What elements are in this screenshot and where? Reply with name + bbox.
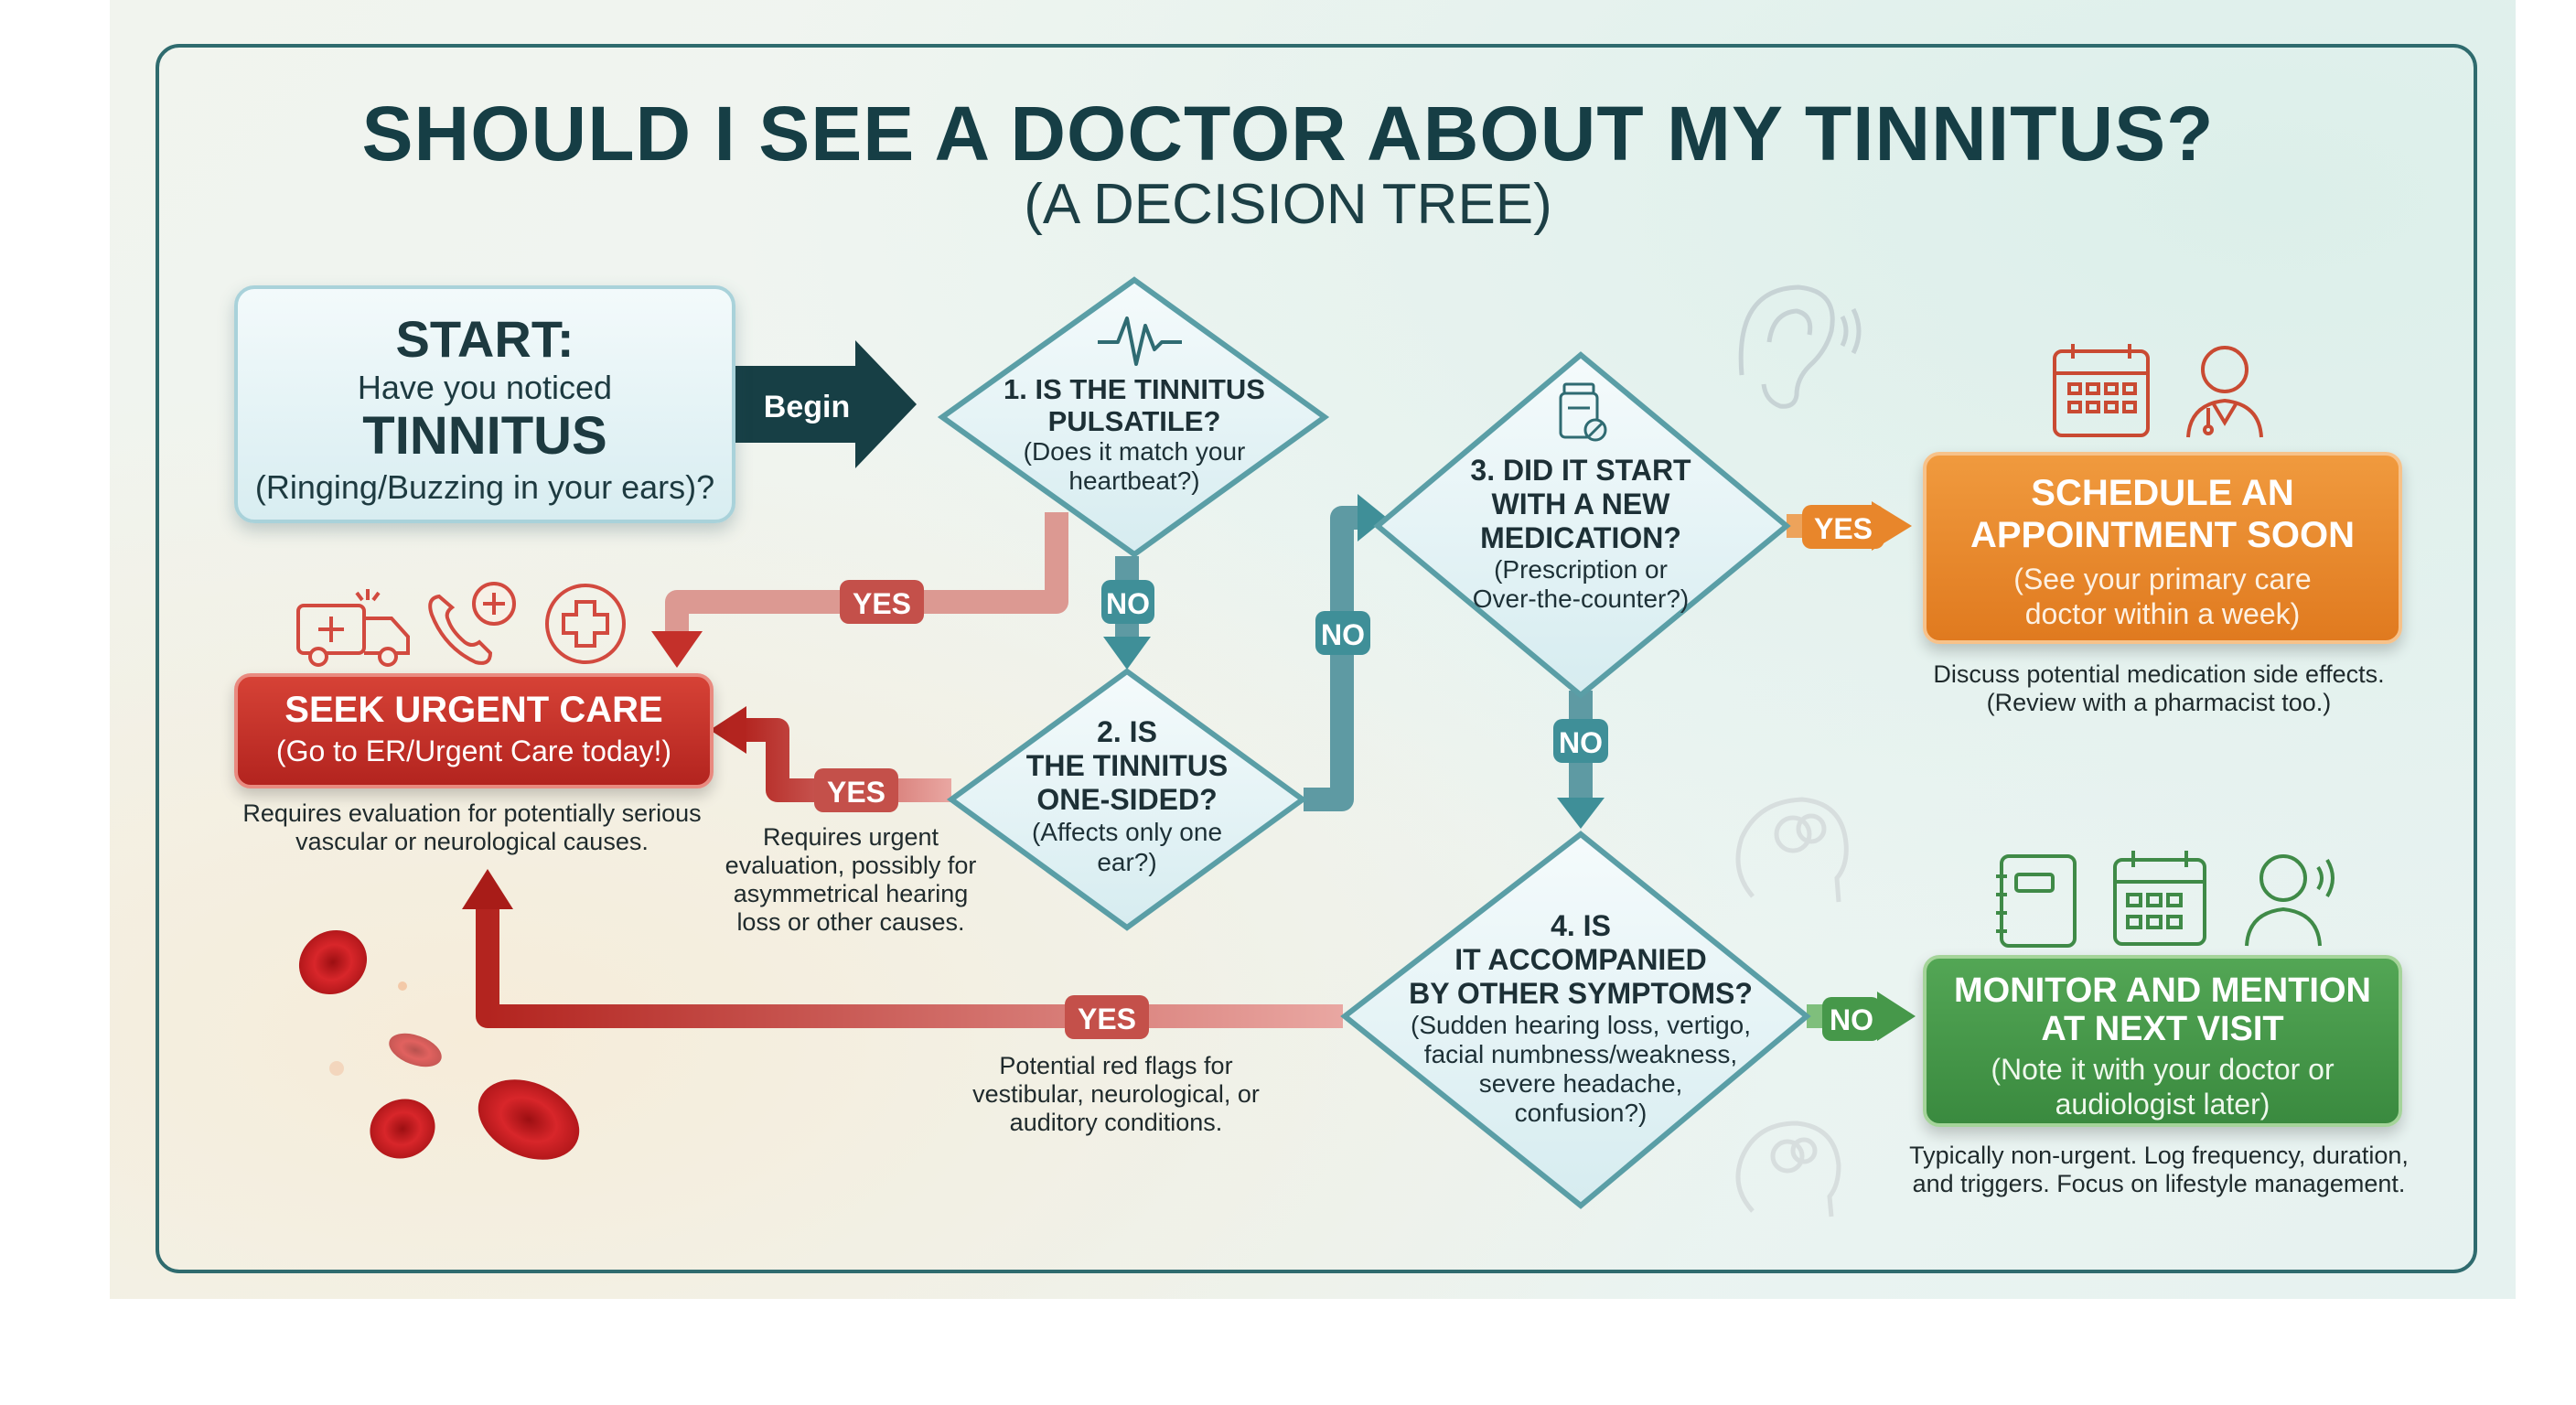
q2-yes-note-line: Requires urgent [762, 823, 939, 851]
urgent-note-line: Requires evaluation for potentially seri… [242, 799, 702, 827]
q4-yes-note-line: auditory conditions. [1009, 1109, 1223, 1136]
branch-labels: YES NO YES NO YES NO YES NO [814, 505, 1884, 1041]
q1-yes-arrowhead [651, 631, 703, 668]
monitor-and-mention-box: MONITOR AND MENTION AT NEXT VISIT (Note … [1923, 955, 2402, 1127]
question-2-detail-line: (Affects only one [1031, 818, 1223, 846]
page-subtitle: (A DECISION TREE) [1024, 173, 1552, 236]
question-4-title-line: BY OTHER SYMPTOMS? [1409, 977, 1753, 1010]
urgent-subtitle: (Go to ER/Urgent Care today!) [275, 735, 672, 767]
question-3-diamond [1373, 351, 1791, 699]
q2-yes-note: Requires urgent evaluation, possibly for… [704, 823, 997, 937]
start-description: (Ringing/Buzzing in your ears)? [254, 468, 715, 506]
ear-icon [1738, 284, 1862, 409]
phone-medical-icon [428, 582, 516, 665]
question-1-detail-line: (Does it match your [1023, 437, 1246, 466]
q1-yes-label: YES [853, 587, 911, 620]
q2-yes-note-line: loss or other causes. [736, 908, 965, 936]
urgent-title: SEEK URGENT CARE [284, 690, 663, 730]
question-4-title-line: IT ACCOMPANIED [1454, 943, 1707, 976]
question-3-detail-line: Over-the-counter?) [1472, 585, 1690, 613]
question-4-detail-line: facial numbness/weakness, [1423, 1040, 1738, 1068]
question-3-title-line: 3. DID IT START [1470, 454, 1691, 487]
begin-arrow: Begin [732, 340, 917, 468]
monitor-note-line: and triggers. Focus on lifestyle managem… [1912, 1170, 2406, 1197]
q3-yes-label: YES [1814, 512, 1873, 545]
q4-no-label: NO [1830, 1003, 1873, 1036]
q4-yes-note-line: vestibular, neurological, or [972, 1080, 1260, 1108]
schedule-appointment-box: SCHEDULE AN APPOINTMENT SOON (See your p… [1923, 452, 2402, 644]
question-2-title-line: 2. IS [1097, 715, 1157, 748]
doctor-icon [2186, 346, 2263, 438]
question-3-title-line: MEDICATION? [1480, 521, 1681, 554]
question-2-diamond [946, 668, 1308, 931]
q3-no-label: NO [1559, 726, 1603, 759]
content-frame [156, 44, 2477, 1273]
ambulance-icon [296, 589, 410, 667]
question-4-detail-line: severe headache, [1478, 1069, 1683, 1098]
brain-head-icon [1735, 797, 1849, 1217]
monitor-note: Typically non-urgent. Log frequency, dur… [1884, 1142, 2433, 1198]
appointment-note-line: (Review with a pharmacist too.) [1986, 689, 2332, 716]
calendar-icon [2113, 851, 2206, 946]
question-2-text: 2. IS THE TINNITUS ONE-SIDED? (Affects o… [997, 715, 1257, 877]
question-2-title-line: ONE-SIDED? [1036, 783, 1218, 816]
question-diamonds [937, 276, 1811, 1209]
medical-cross-icon [545, 584, 626, 664]
q2-no-label: NO [1321, 618, 1365, 651]
question-4-detail-line: confusion?) [1514, 1099, 1648, 1127]
question-1-text: 1. IS THE TINNITUS PULSATILE? (Does it m… [988, 373, 1281, 496]
urgent-note-line: vascular or neurological causes. [295, 828, 649, 855]
appointment-subtitle-line: (See your primary care [2013, 563, 2312, 595]
question-1-detail-line: heartbeat?) [1068, 467, 1200, 495]
urgent-note: Requires evaluation for potentially seri… [216, 799, 728, 856]
question-3-text: 3. DID IT START WITH A NEW MEDICATION? (… [1434, 454, 1727, 614]
start-question-intro: Have you noticed [357, 369, 613, 406]
q1-no-label: NO [1106, 587, 1150, 620]
monitor-subtitle-line: (Note it with your doctor or [1991, 1053, 2334, 1086]
monitor-subtitle-line: audiologist later) [2055, 1088, 2270, 1121]
question-4-text: 4. IS IT ACCOMPANIED BY OTHER SYMPTOMS? … [1398, 909, 1764, 1128]
page-title: SHOULD I SEE A DOCTOR ABOUT MY TINNITUS? [361, 91, 2215, 177]
blood-cells-icon [298, 929, 580, 1160]
question-4-diamond [1340, 831, 1811, 1209]
calendar-icon [2053, 344, 2150, 437]
appointment-subtitle-line: doctor within a week) [2024, 597, 2301, 630]
monitor-note-line: Typically non-urgent. Log frequency, dur… [1909, 1142, 2409, 1169]
heartbeat-waveform-icon [1098, 316, 1182, 366]
start-keyword: TINNITUS [362, 406, 607, 466]
appointment-title-line: APPOINTMENT SOON [1970, 515, 2356, 555]
question-3-title-line: WITH A NEW [1491, 488, 1670, 520]
appointment-title-line: SCHEDULE AN [2031, 473, 2294, 513]
pill-bottle-icon [1559, 382, 1607, 442]
q2-yes-note-line: evaluation, possibly for [724, 852, 977, 879]
appointment-note: Discuss potential medication side effect… [1903, 660, 2415, 717]
monitor-title-line: AT NEXT VISIT [2041, 1010, 2284, 1048]
start-box: START: Have you noticed TINNITUS (Ringin… [234, 285, 735, 523]
q4-yes-note-line: Potential red flags for [999, 1052, 1233, 1079]
question-1-title-line: 1. IS THE TINNITUS [1004, 373, 1265, 405]
question-2-title-line: THE TINNITUS [1025, 749, 1229, 782]
question-2-detail-line: ear?) [1097, 848, 1157, 876]
begin-label: Begin [764, 390, 850, 424]
question-4-detail-line: (Sudden hearing loss, vertigo, [1411, 1011, 1751, 1039]
q2-yes-label: YES [827, 776, 886, 809]
monitor-title-line: MONITOR AND MENTION [1954, 971, 2371, 1010]
notebook-icon [1996, 854, 2077, 948]
seek-urgent-care-box: SEEK URGENT CARE (Go to ER/Urgent Care t… [234, 673, 714, 788]
question-1-diamond [937, 276, 1330, 558]
q4-yes-note: Potential red flags for vestibular, neur… [933, 1052, 1299, 1137]
q2-yes-note-line: asymmetrical hearing [733, 880, 969, 907]
q4-yes-label: YES [1078, 1003, 1136, 1035]
start-heading: START: [395, 310, 574, 368]
question-4-title-line: 4. IS [1551, 909, 1611, 942]
question-1-title-line: PULSATILE? [1047, 405, 1221, 437]
appointment-note-line: Discuss potential medication side effect… [1933, 660, 2385, 688]
person-speaking-icon [2245, 854, 2334, 947]
question-3-detail-line: (Prescription or [1494, 555, 1668, 584]
